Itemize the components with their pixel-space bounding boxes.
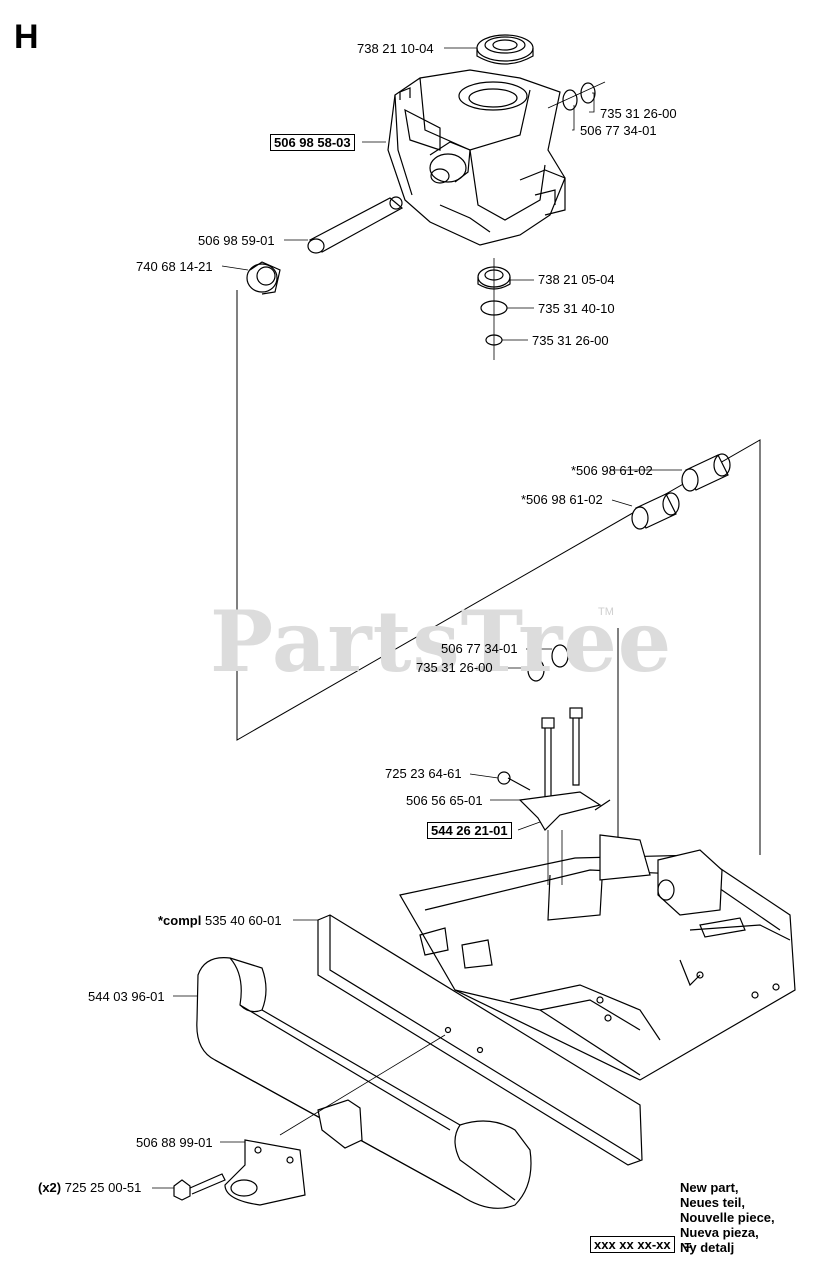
legend-line: New part, — [680, 1180, 739, 1195]
bracket — [497, 771, 611, 831]
part-label[interactable]: 506 77 34-01 — [441, 641, 518, 656]
front-bumper — [196, 957, 532, 1209]
part-label[interactable]: 506 98 59-01 — [198, 233, 275, 248]
part-label[interactable]: 735 31 26-00 — [532, 333, 609, 348]
leader-lines — [152, 47, 682, 1189]
legend-sample-box: xxx xx xx-xx — [590, 1236, 675, 1253]
bearing-top — [476, 34, 534, 65]
watermark: PartsTree — [210, 592, 673, 691]
ring-icon — [562, 89, 578, 111]
part-label[interactable]: *506 98 61-02 — [521, 492, 603, 507]
legend: New part, Neues teil, Nouvelle piece, Nu… — [680, 1180, 775, 1255]
part-label-new[interactable]: 544 26 21-01 — [427, 822, 512, 839]
watermark-trademark: TM — [598, 606, 614, 618]
part-label[interactable]: 735 31 26-00 — [416, 660, 493, 675]
part-label[interactable]: 738 21 10-04 — [357, 41, 434, 56]
legend-line: Neues teil, — [680, 1195, 746, 1210]
bushing — [246, 261, 281, 295]
part-label[interactable]: *compl 535 40 60-01 — [158, 913, 282, 928]
part-label[interactable]: (x2) 725 25 00-51 — [38, 1180, 142, 1195]
part-label[interactable]: 506 56 65-01 — [406, 793, 483, 808]
ring-icon — [527, 658, 545, 682]
part-label-new[interactable]: 506 98 58-03 — [270, 134, 355, 151]
part-label[interactable]: 735 31 40-10 — [538, 301, 615, 316]
legend-equals: = — [684, 1238, 692, 1253]
legend-line: Nueva pieza, — [680, 1225, 759, 1240]
shaft — [307, 196, 404, 254]
part-label[interactable]: 506 77 34-01 — [580, 123, 657, 138]
part-label[interactable]: *506 98 61-02 — [571, 463, 653, 478]
part-label[interactable]: 725 23 64-61 — [385, 766, 462, 781]
connector-line — [236, 290, 761, 855]
part-label[interactable]: 740 68 14-21 — [136, 259, 213, 274]
spacer-tubes — [631, 453, 731, 530]
legend-line: Nouvelle piece, — [680, 1210, 775, 1225]
part-label[interactable]: 735 31 26-00 — [600, 106, 677, 121]
hitch-plate — [224, 1139, 306, 1206]
cross-member — [317, 914, 643, 1166]
base-frame — [399, 834, 796, 1081]
part-label[interactable]: 506 88 99-01 — [136, 1135, 213, 1150]
legend-line: Ny detalj — [680, 1240, 735, 1255]
part-label[interactable]: 738 21 05-04 — [538, 272, 615, 287]
steering-housing — [387, 69, 566, 246]
section-letter: H — [14, 18, 39, 56]
lower-bearing — [477, 258, 511, 360]
long-bolts — [541, 707, 583, 801]
ring-icon — [551, 644, 569, 668]
part-label[interactable]: 544 03 96-01 — [88, 989, 165, 1004]
hitch-bolt — [173, 1173, 226, 1201]
